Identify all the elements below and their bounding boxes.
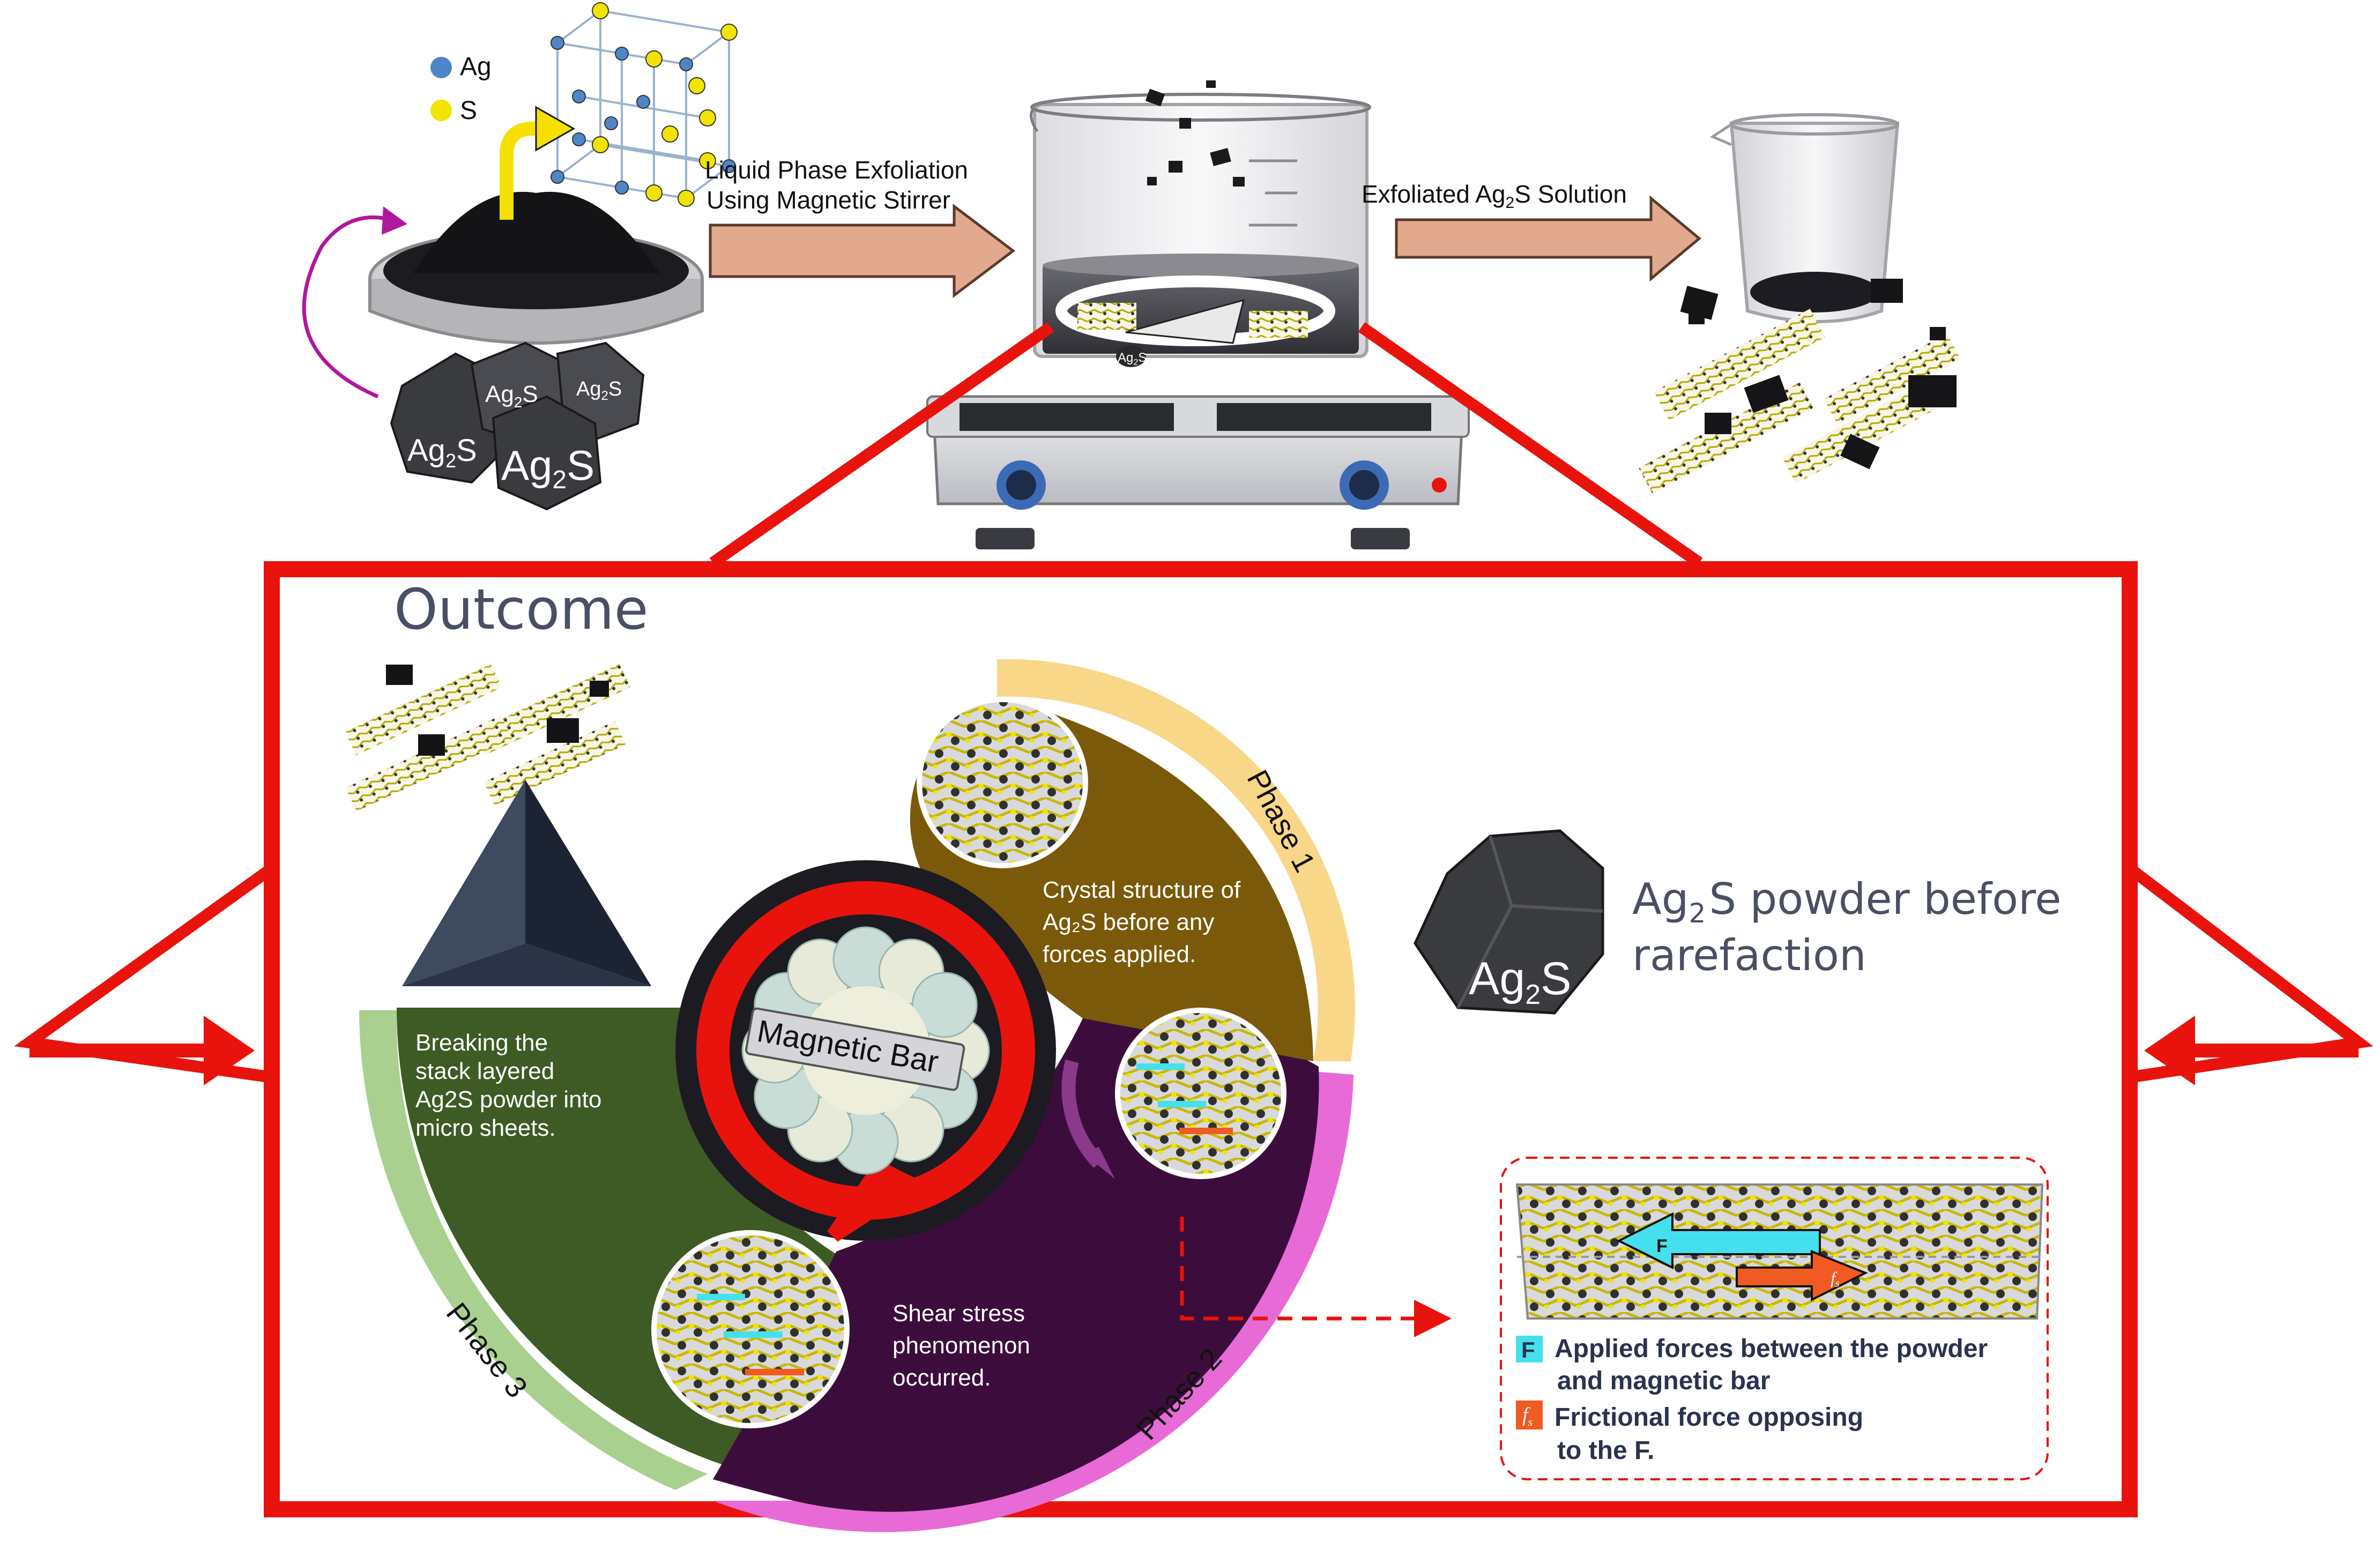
legend-f-swatch (1516, 1336, 1543, 1362)
s-atom (720, 24, 738, 41)
right-side-arrow-icon (2126, 863, 2374, 1083)
stirrer-beaker: Ag2S (1030, 93, 1371, 367)
atom-legend: Ag S (430, 53, 492, 125)
legend-fs-swatch (1516, 1401, 1543, 1429)
purple-arrowhead-icon (382, 206, 407, 235)
powder-crystal-label: Ag2S (1469, 953, 1572, 1010)
phase3-rim (359, 1010, 708, 1490)
ag-atom (551, 36, 564, 50)
beaker-bar-label: Ag2S (1118, 351, 1147, 367)
phase1-lattice-circle (917, 697, 1088, 868)
legend-applied-line2: and magnetic bar (1557, 1367, 1770, 1395)
step2-arrow-icon (1395, 195, 1701, 282)
powder-caption-line1: Ag2S powder before (1632, 874, 2061, 929)
s-atom (678, 190, 695, 207)
phase2-inner-arrowhead-icon (1083, 1147, 1115, 1179)
powder-caption-line2: rarefaction (1632, 930, 1866, 980)
ag-atom (604, 116, 618, 130)
detail-frame (264, 561, 2138, 1517)
ag-atom (551, 170, 564, 184)
outcome-sheets (345, 664, 631, 811)
outcome-title: Outcome (394, 577, 649, 642)
yellow-curved-arrow-icon (500, 122, 541, 220)
crystal-label-2: Ag2S (485, 381, 538, 411)
flower-petal (911, 972, 978, 1038)
step2-label: Exfoliated Ag2S Solution (1362, 180, 1627, 212)
friction-force-arrow-icon (1736, 1250, 1868, 1302)
crystal-label-1: Ag2S (407, 433, 477, 472)
step1-line1: Liquid Phase Exfoliation (705, 156, 968, 184)
ag2s-crystals (390, 341, 645, 511)
arrow-step-1: Liquid Phase Exfoliation Using Magnetic … (705, 156, 1016, 299)
exfoliated-sheets-right (1639, 309, 1961, 494)
phase1-text: Crystal structure of Ag₂S before any for… (1043, 877, 1247, 967)
phase1-rim (997, 659, 1355, 1061)
solution-beaker-icon (1709, 113, 1900, 323)
applied-force-arrow-label: F (1656, 1236, 1668, 1256)
ag-atom (615, 181, 629, 195)
ag-atom (572, 132, 586, 146)
phase3-lattice-circle (651, 1230, 850, 1428)
crystal-label-3: Ag2S (576, 378, 622, 403)
rotation-arrowhead-icon (827, 1159, 927, 1242)
step1-arrow-icon (709, 203, 1016, 299)
ag-atom (572, 90, 586, 103)
zoom-frame (14, 322, 2374, 1517)
phase3-text: Breaking the stack layered Ag2S powder i… (415, 1030, 608, 1141)
ag-legend-label: Ag (460, 53, 492, 81)
ag-atom (722, 159, 736, 173)
arrow-step-2: Exfoliated Ag2S Solution (1362, 180, 1701, 282)
s-atom-icon (430, 100, 452, 121)
s-atom (699, 152, 716, 169)
phase3-force-arrows (697, 1294, 804, 1375)
ag-atom (636, 95, 650, 109)
phase2-lattice-circle (1115, 1008, 1286, 1179)
vortex-arrow-icon (1125, 299, 1245, 344)
yellow-arrowhead-icon (535, 106, 576, 152)
lattice-atoms (551, 2, 738, 207)
ag-atom-icon (430, 57, 452, 78)
phase2-force-arrows (1136, 1063, 1233, 1134)
hotplate-icon (926, 395, 1470, 549)
legend-f-letter: F (1521, 1337, 1535, 1362)
phase2-text: Shear stress phenomenon occurred. (892, 1300, 1037, 1391)
ag2s-powder-icon: Ag2S (1414, 829, 1604, 1015)
left-side-arrow-icon (14, 863, 276, 1083)
ag-atom (615, 47, 629, 61)
petri-dish-icon (368, 191, 704, 345)
floating-particles-center (1145, 80, 1245, 187)
s-atom (592, 136, 609, 153)
ag-atom (679, 57, 693, 71)
vortex-icon (1055, 275, 1335, 346)
s-legend-label: S (460, 96, 477, 125)
dashed-connector (1180, 1217, 1452, 1337)
step1-line2: Using Magnetic Stirrer (706, 186, 950, 214)
power-light-icon (1432, 478, 1447, 493)
legend-friction-line2: to the F. (1557, 1436, 1654, 1465)
s-atom (645, 184, 663, 202)
s-atom (688, 77, 705, 94)
legend-applied-line1: Applied forces between the powder (1555, 1335, 1988, 1363)
purple-curved-arrow-icon (302, 215, 392, 399)
s-atom (645, 50, 663, 68)
s-atom (699, 109, 716, 126)
floating-particles-right (1680, 279, 1957, 470)
crystal-label-4: Ag2S (501, 442, 594, 494)
applied-force-arrow-icon (1616, 1212, 1821, 1270)
s-atom (661, 125, 679, 143)
legend-friction-line1: Frictional force opposing (1555, 1403, 1863, 1432)
s-atom (592, 2, 609, 19)
pyramid-icon (402, 780, 651, 986)
